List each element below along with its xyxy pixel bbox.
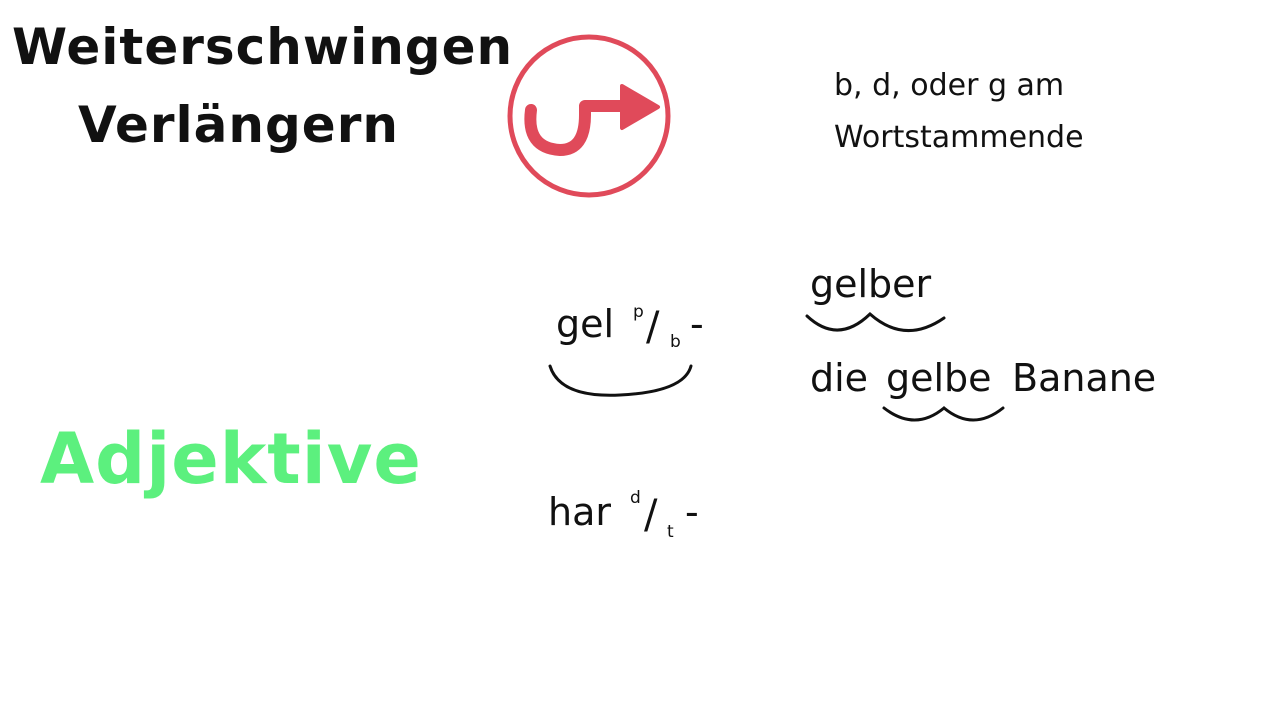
u-turn-arrow-icon [507, 34, 671, 198]
example-har-slash: / [644, 492, 658, 538]
swing-arc-gelber [805, 311, 946, 332]
example-gel-lower-letter: b [670, 332, 681, 352]
example-gel-slash: / [646, 304, 660, 350]
example-har-stem: har [548, 490, 611, 534]
heading-line-1: Weiterschwingen [12, 18, 514, 76]
example-gel-upper-letter: p [633, 302, 644, 322]
arrow-head [620, 84, 660, 130]
example-har-lower-letter: t [667, 522, 674, 542]
extended-phrase-noun: Banane [1012, 356, 1157, 400]
swing-arc-gel [548, 364, 693, 397]
example-har-dash: - [685, 490, 699, 534]
example-har-upper-letter: d [630, 488, 641, 508]
extended-phrase-article: die [810, 356, 869, 400]
swing-arc-gelbe [882, 406, 1005, 422]
example-gel-dash: - [690, 302, 704, 346]
rule-line-1: b, d, oder g am [834, 68, 1065, 103]
extended-gelber: gelber [810, 262, 932, 306]
category-label: Adjektive [40, 418, 422, 500]
u-turn-stroke [524, 100, 636, 156]
rule-line-2: Wortstammende [834, 120, 1084, 155]
example-gel-stem: gel [556, 302, 615, 346]
heading-line-2: Verlängern [78, 96, 399, 154]
icon-circle [507, 34, 671, 198]
extended-phrase-adjective: gelbe [886, 356, 992, 400]
